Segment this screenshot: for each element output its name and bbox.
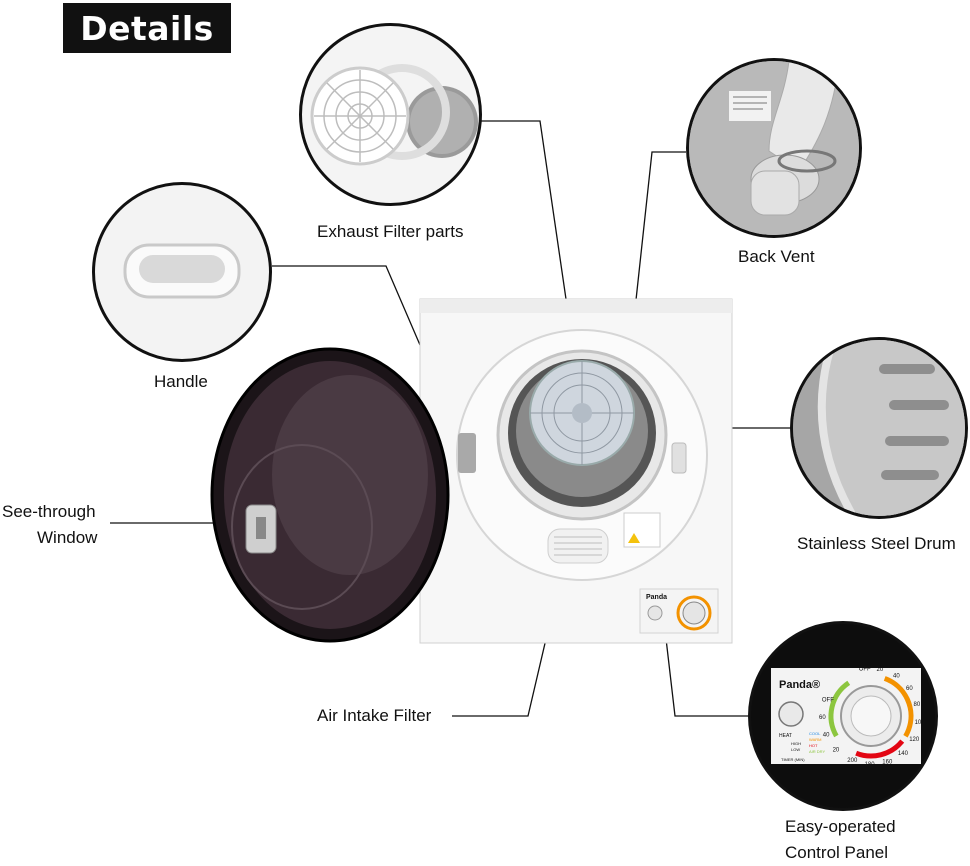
control-panel-image: Panda® HEAT HIGH LOW COOL WARM HOT AIR D… <box>771 667 925 768</box>
dial-number: 160 <box>882 760 893 766</box>
panel-warm: WARM <box>809 737 822 742</box>
details-title-badge: Details <box>63 3 231 53</box>
handle-line <box>272 265 421 346</box>
back-vent-circle <box>686 58 862 238</box>
panel-timer: TIMER (MIN) <box>781 757 805 762</box>
stainless-drum-label: Stainless Steel Drum <box>797 534 956 553</box>
dial-number: 20 <box>877 667 884 673</box>
see-through-label-line1: See-through <box>2 502 96 521</box>
handle-circle <box>92 182 272 362</box>
dial-number: 100 <box>915 720 926 726</box>
panel-high: HIGH <box>791 741 801 746</box>
dial-number: OFF <box>822 698 834 704</box>
back-vent-line <box>635 151 686 301</box>
panel-low: LOW <box>791 747 800 752</box>
page-title: Details <box>80 8 214 48</box>
back-vent-image <box>689 61 859 235</box>
control-panel-circle: Panda® HEAT HIGH LOW COOL WARM HOT AIR D… <box>748 621 938 811</box>
dial-number: 200 <box>847 758 858 764</box>
see-through-label-line2: Window <box>37 528 98 547</box>
dial-number: 80 <box>914 702 921 708</box>
dial-number: 180 <box>865 762 876 768</box>
panel-brand: Panda® <box>779 679 820 691</box>
stainless-drum-image <box>793 340 965 516</box>
exhaust-filter-label: Exhaust Filter parts <box>317 222 464 241</box>
dial-number: 120 <box>909 737 920 743</box>
exhaust-filter-image <box>310 64 478 166</box>
panel-cool: COOL <box>809 731 821 736</box>
dial-number: OFF <box>859 667 871 673</box>
dial-number: 20 <box>833 748 840 754</box>
panel-hot: HOT <box>809 743 818 748</box>
dial-number: 40 <box>823 733 830 739</box>
dial-number: 60 <box>819 715 826 721</box>
handle-label: Handle <box>154 372 208 391</box>
dryer-image: Panda <box>210 298 733 644</box>
dryer-brand: Panda <box>646 594 667 601</box>
dial-number: 60 <box>906 686 913 692</box>
stainless-drum-circle <box>790 337 968 519</box>
dial-number: 140 <box>898 751 909 757</box>
handle-image <box>123 243 241 299</box>
panel-heat: HEAT <box>779 733 792 739</box>
control-panel-label-line2: Control Panel <box>785 843 889 862</box>
air-intake-label: Air Intake Filter <box>317 706 432 725</box>
exhaust-filter-circle <box>299 23 482 206</box>
back-vent-label: Back Vent <box>738 247 815 266</box>
control-panel-label-line1: Easy-operated <box>785 817 896 836</box>
dial-number: 40 <box>893 674 900 680</box>
panel-air-dry: AIR DRY <box>809 749 825 754</box>
control-panel-line <box>664 629 748 717</box>
